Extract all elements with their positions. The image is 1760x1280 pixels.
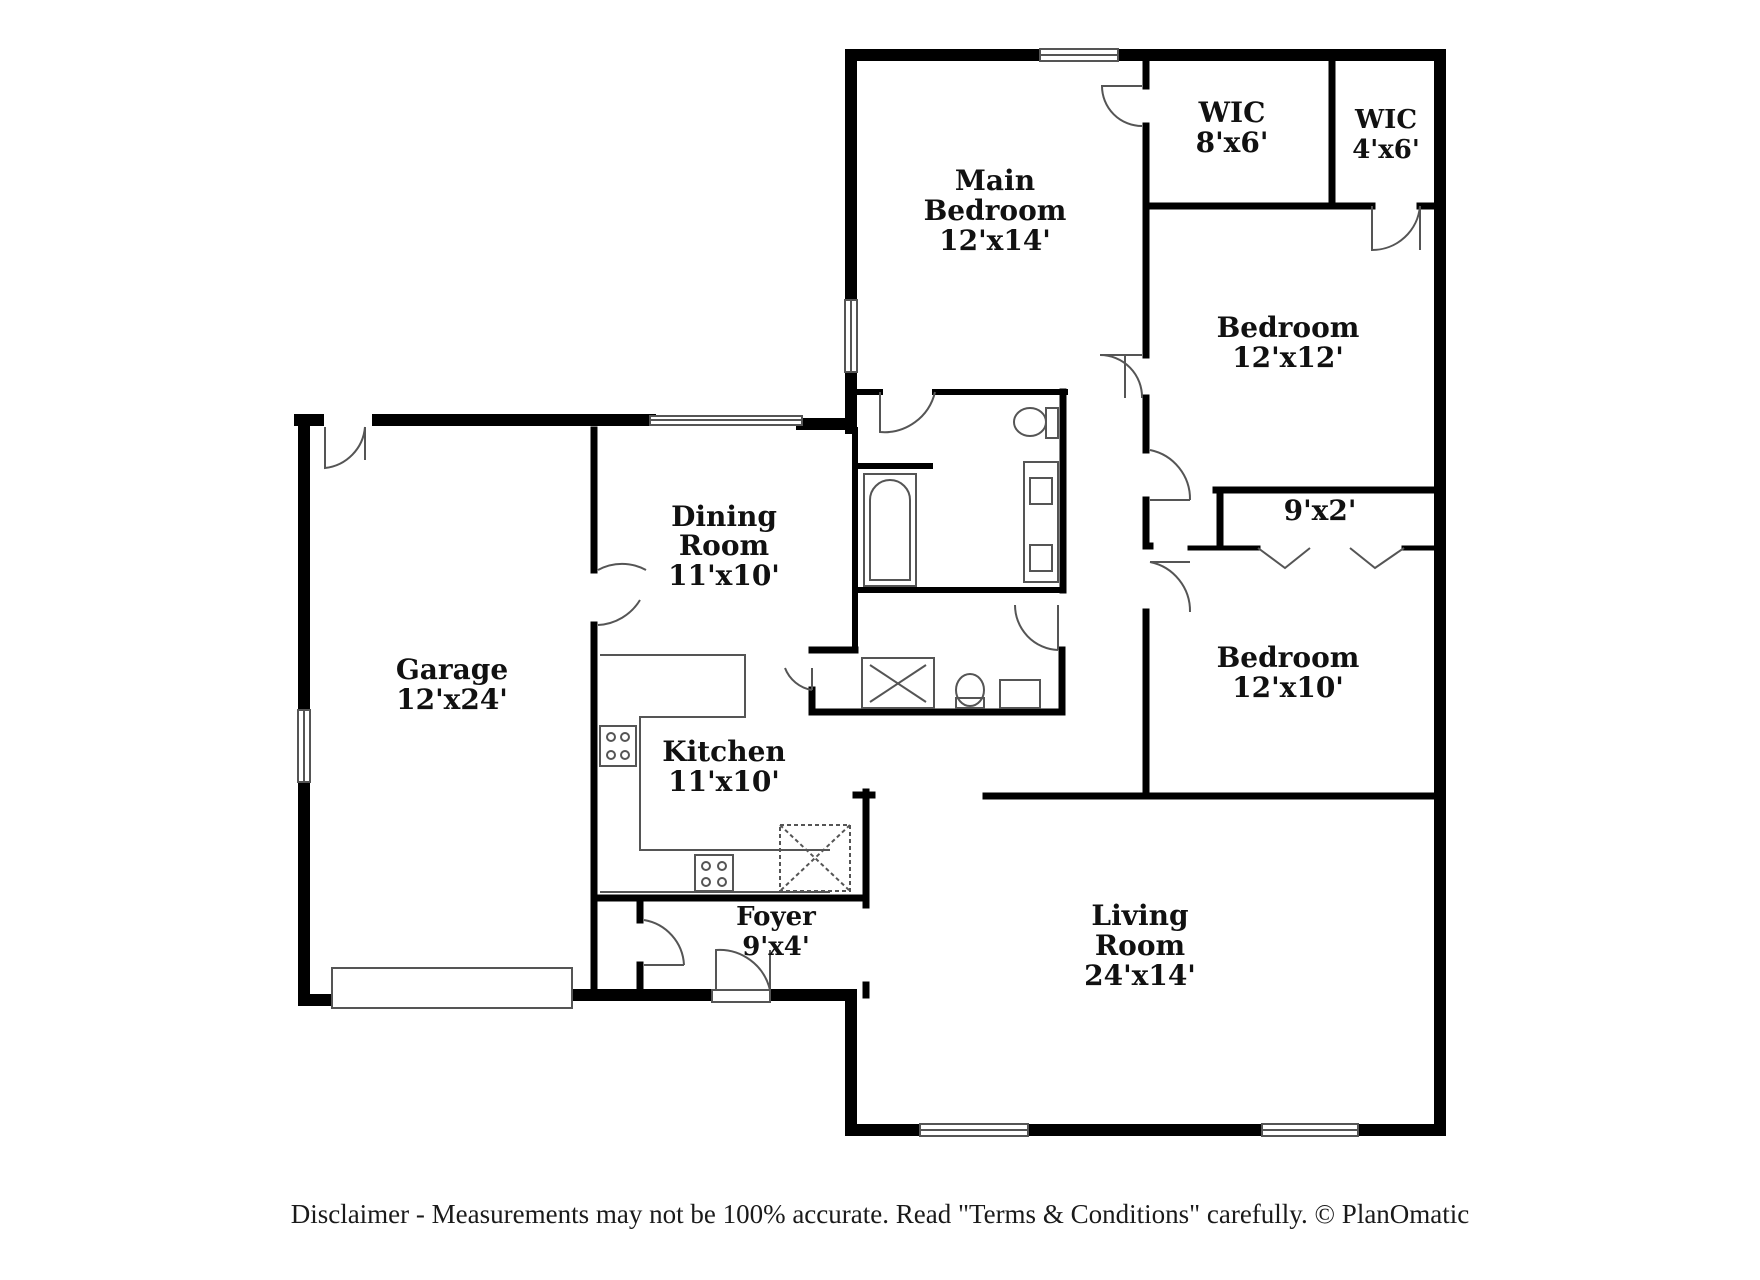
fixtures <box>599 407 1059 893</box>
sink <box>1029 477 1053 505</box>
door-swing <box>879 391 936 434</box>
label-wic: WIC <box>1198 96 1266 129</box>
label-main-bedroom: Main <box>955 164 1035 197</box>
size-kitchen: 11'x10' <box>668 765 780 798</box>
disclaimer-text: Disclaimer - Measurements may not be 100… <box>290 1199 1470 1229</box>
size-bedroom: 12'x10' <box>1232 671 1344 704</box>
vanity <box>1023 461 1059 583</box>
walls <box>294 49 1446 1136</box>
room-labels: Main Bedroom 12'x14' WIC 8'x6' WIC 4'x6'… <box>396 96 1420 992</box>
stove <box>599 725 637 767</box>
label-dining-room: Room <box>679 529 769 562</box>
size-living-room: 24'x14' <box>1084 959 1196 992</box>
sink <box>999 679 1041 709</box>
doors <box>324 85 1421 991</box>
label-bedroom: Bedroom <box>1217 641 1360 674</box>
toilet <box>955 673 985 707</box>
size-foyer: 9'x4' <box>742 932 810 962</box>
label-living-room: Room <box>1095 929 1185 962</box>
size-bedroom: 12'x12' <box>1232 341 1344 374</box>
door-swing <box>715 948 771 991</box>
door-swing <box>597 599 641 626</box>
door-swing <box>1149 449 1192 501</box>
label-garage: Garage <box>396 653 508 686</box>
pantry <box>779 824 851 892</box>
cooktop <box>694 854 734 892</box>
door-swing <box>324 426 366 470</box>
size-closet: 9'x2' <box>1284 494 1357 527</box>
size-wic: 4'x6' <box>1352 135 1420 165</box>
garage-door <box>331 967 573 1009</box>
door-swing <box>1371 205 1421 252</box>
label-wic: WIC <box>1354 105 1417 135</box>
front-door-threshold <box>711 989 771 1003</box>
door-swing <box>597 562 647 571</box>
size-dining-room: 11'x10' <box>668 559 780 592</box>
toilet <box>1013 407 1047 437</box>
size-main-bedroom: 12'x14' <box>939 224 1051 257</box>
sink <box>1029 544 1053 572</box>
bifold-door <box>1257 547 1311 570</box>
size-wic: 8'x6' <box>1196 126 1269 159</box>
size-garage: 12'x24' <box>396 683 508 716</box>
label-main-bedroom: Bedroom <box>924 194 1067 227</box>
bathtub <box>863 473 917 587</box>
shower <box>861 657 935 709</box>
door-swing <box>1149 561 1192 613</box>
kitchen-counter <box>600 654 830 851</box>
label-dining-room: Dining <box>671 500 777 533</box>
label-foyer: Foyer <box>736 902 816 932</box>
bifold-door <box>1349 547 1405 570</box>
door-swing <box>643 919 685 966</box>
door-swing <box>1099 354 1144 399</box>
label-kitchen: Kitchen <box>662 735 785 768</box>
door-swing <box>1100 85 1143 127</box>
label-bedroom: Bedroom <box>1217 311 1360 344</box>
door-swing <box>784 667 813 691</box>
label-living-room: Living <box>1091 899 1188 932</box>
windows <box>297 48 1359 1137</box>
door-swing <box>1013 604 1059 651</box>
